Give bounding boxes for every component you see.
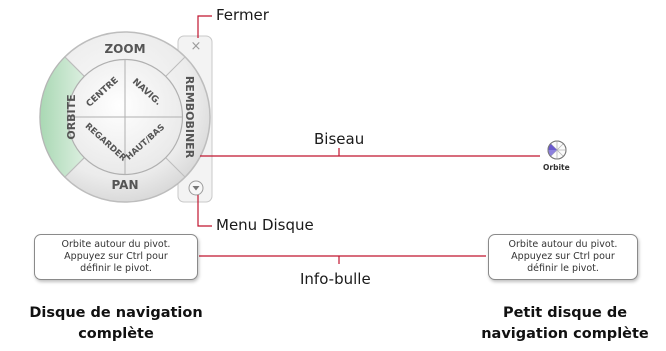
- close-icon[interactable]: ×: [191, 39, 202, 54]
- tooltip-line: Appuyez sur Ctrl pour: [64, 251, 168, 262]
- pan-label[interactable]: PAN: [111, 178, 138, 192]
- mini-wheel-tooltip: Orbite autour du pivot. Appuyez sur Ctrl…: [488, 234, 638, 280]
- caption-line: complète: [78, 326, 154, 342]
- tooltip-callout: Info-bulle: [300, 270, 371, 288]
- bezel-callout: Biseau: [314, 130, 365, 148]
- tooltip-line: définir le pivot.: [80, 263, 152, 274]
- mini-orbit-wedge[interactable]: [547, 143, 557, 150]
- tooltip-line: Orbite autour du pivot.: [61, 239, 171, 250]
- mini-wheel-caption: Petit disque de navigation complète: [470, 303, 660, 345]
- wheel-menu-button[interactable]: [188, 180, 204, 196]
- tooltip-line: définir le pivot.: [527, 263, 599, 274]
- chevron-down-icon: [192, 186, 200, 191]
- mini-wheel[interactable]: [547, 140, 567, 160]
- full-navigation-wheel: ZOOM PAN ORBITE REMBOBINER CENTRE NAVIG.…: [39, 31, 211, 203]
- orbit-label[interactable]: ORBITE: [65, 94, 78, 139]
- tooltip-line: Appuyez sur Ctrl pour: [511, 251, 615, 262]
- mini-wheel-label: Orbite: [543, 163, 570, 172]
- zoom-label[interactable]: ZOOM: [104, 42, 145, 56]
- caption-line: Disque de navigation: [29, 305, 203, 321]
- tooltip-line: Orbite autour du pivot.: [508, 239, 618, 250]
- caption-line: navigation complète: [481, 326, 649, 342]
- caption-line: Petit disque de: [502, 305, 628, 321]
- full-wheel-tooltip: Orbite autour du pivot. Appuyez sur Ctrl…: [34, 234, 198, 280]
- full-wheel-caption: Disque de navigation complète: [0, 303, 232, 345]
- rewind-label[interactable]: REMBOBINER: [183, 76, 196, 159]
- wheel-menu-callout: Menu Disque: [216, 216, 314, 234]
- leader-lines: [197, 15, 540, 264]
- close-callout: Fermer: [216, 6, 269, 24]
